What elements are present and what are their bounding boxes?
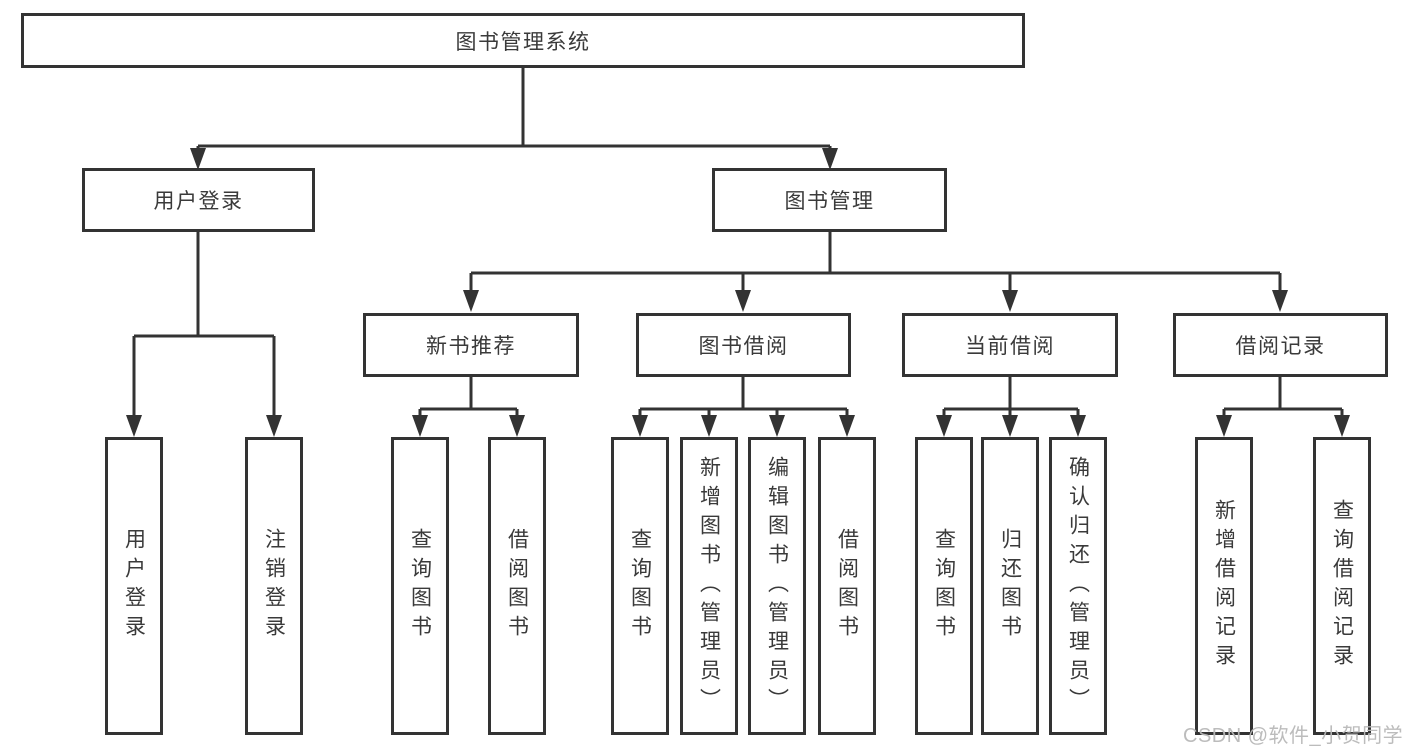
node-current-borrowing: 当前借阅 [902,313,1118,377]
leaf-add-book-admin-label: 新增图书（管理员） [697,455,721,717]
leaf-edit-book-admin: 编辑图书（管理员） [748,437,806,735]
leaf-query-books-recommend: 查询图书 [391,437,449,735]
leaf-user-login: 用户登录 [105,437,163,735]
leaf-borrow-books-recommend: 借阅图书 [488,437,546,735]
leaf-edit-book-admin-label: 编辑图书（管理员） [765,455,789,717]
leaf-query-borrow-record: 查询借阅记录 [1313,437,1371,735]
node-borrowing-records: 借阅记录 [1173,313,1388,377]
leaf-query-books-current: 查询图书 [915,437,973,735]
leaf-add-book-admin: 新增图书（管理员） [680,437,738,735]
leaf-confirm-return-admin: 确认归还（管理员） [1049,437,1107,735]
leaf-query-books-recommend-label: 查询图书 [408,528,432,644]
leaf-borrow-books-recommend-label: 借阅图书 [505,528,529,644]
leaf-query-books-borrowing: 查询图书 [611,437,669,735]
leaf-logout: 注销登录 [245,437,303,735]
leaf-logout-label: 注销登录 [262,528,286,644]
leaf-query-books-borrowing-label: 查询图书 [628,528,652,644]
node-book-management: 图书管理 [712,168,947,232]
arrowheads [126,148,1350,437]
csdn-watermark: CSDN @软件_小贺同学 [1183,725,1404,747]
leaf-query-books-current-label: 查询图书 [932,528,956,644]
leaf-query-borrow-record-label: 查询借阅记录 [1330,499,1354,673]
leaf-return-book: 归还图书 [981,437,1039,735]
node-library-management-system: 图书管理系统 [21,13,1025,68]
leaf-user-login-label: 用户登录 [122,528,146,644]
leaf-add-borrow-record: 新增借阅记录 [1195,437,1253,735]
leaf-borrow-books-borrowing: 借阅图书 [818,437,876,735]
leaf-add-borrow-record-label: 新增借阅记录 [1212,499,1236,673]
node-user-login: 用户登录 [82,168,315,232]
node-new-book-recommend: 新书推荐 [363,313,579,377]
leaf-return-book-label: 归还图书 [998,528,1022,644]
leaf-borrow-books-borrowing-label: 借阅图书 [835,528,859,644]
leaf-confirm-return-admin-label: 确认归还（管理员） [1066,455,1090,717]
node-book-borrowing: 图书借阅 [636,313,851,377]
